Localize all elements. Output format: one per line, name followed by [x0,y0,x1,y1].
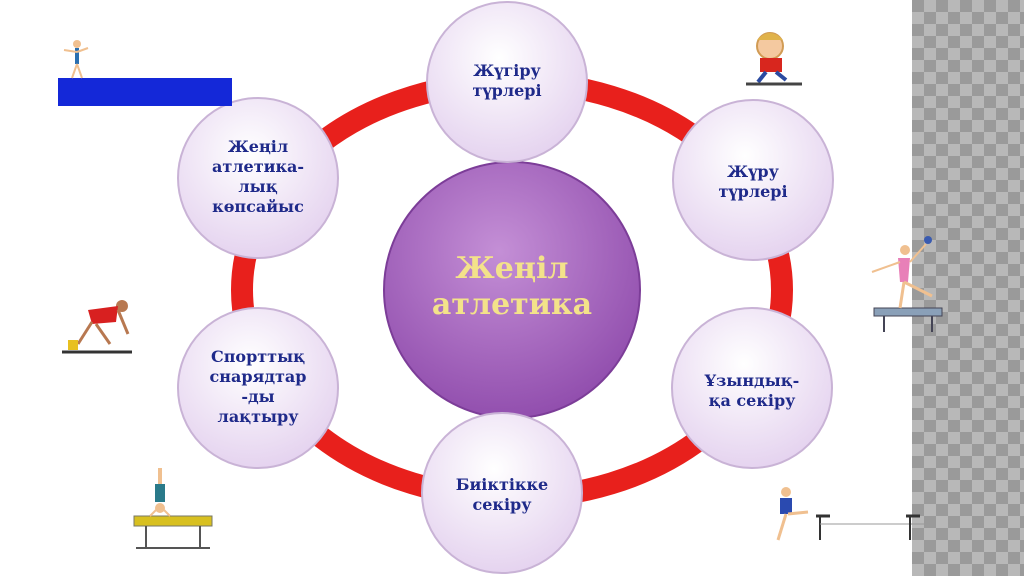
node-label: қа секіру [709,391,797,410]
node-label: снарядтар [210,367,307,386]
node-high-jump: Биіктікке секіру [421,412,583,574]
diver-icon [58,40,232,106]
hurdler-icon [776,487,934,541]
handstand-beam-icon [133,468,213,549]
checkered-side-panel [912,0,1024,576]
node-label: Жеңіл [228,137,288,156]
center-node: Жеңіл атлетика [383,161,641,419]
node-throwing: Спорттық снарядтар -ды лақтыру [177,307,339,469]
node-multi-event: Жеңіл атлетика- лық көпсайыс [177,97,339,259]
center-label-line-1: Жеңіл [455,251,568,286]
node-label: Жүгіру [473,61,541,80]
center-label-line-2: атлетика [432,287,592,322]
sprinter-start-icon [62,300,132,354]
node-label: атлетика- [212,157,304,176]
node-label: Ұзындық- [704,371,800,390]
node-label: лақтыру [218,407,300,426]
gymnast-beam-icon [871,236,943,332]
node-label: -ды [241,387,274,406]
child-running-icon [746,32,802,86]
node-walking-types: Жүру түрлері [672,99,834,261]
node-label: секіру [473,495,533,514]
node-label: түрлері [472,81,541,100]
node-label: көпсайыс [212,197,304,216]
node-label: Спорттық [211,347,305,366]
node-label: Жүру [727,162,779,181]
node-label: Биіктікке [456,475,548,494]
node-label: түрлері [718,182,787,201]
node-label: лық [238,177,277,196]
node-long-jump: Ұзындық- қа секіру [671,307,833,469]
node-running-types: Жүгіру түрлері [426,1,588,163]
